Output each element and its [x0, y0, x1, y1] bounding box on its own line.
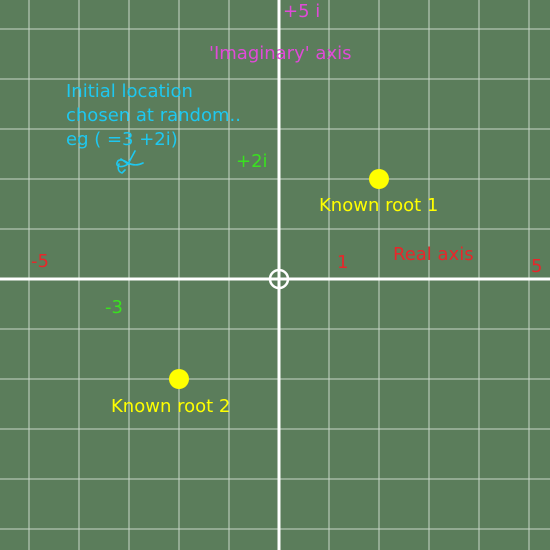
initial-location-note: Initial location chosen at random.. eg (…: [66, 80, 241, 152]
real-one-label: 1: [337, 252, 349, 273]
note-line-2: chosen at random..: [66, 105, 241, 126]
imaginary-plus2-label: +2i: [236, 151, 268, 172]
known-root-1-dot: [369, 169, 389, 189]
real-pos5-label: 5: [531, 256, 543, 277]
real-neg5-label: -5: [31, 251, 49, 272]
known-root-1-label: Known root 1: [319, 195, 439, 216]
real-minus3-label: -3: [105, 297, 123, 318]
imaginary-axis-label: 'Imaginary' axis: [209, 43, 352, 64]
origin-crosshair-icon: [268, 268, 290, 290]
imaginary-top-label: +5 i: [283, 1, 321, 22]
known-root-2-label: Known root 2: [111, 396, 231, 417]
real-axis-label: Real axis: [393, 244, 474, 265]
note-line-3: eg ( =3 +2i): [66, 129, 178, 150]
hand-drawn-scribble-icon: [116, 150, 144, 174]
note-line-1: Initial location: [66, 81, 193, 102]
known-root-2-dot: [169, 369, 189, 389]
